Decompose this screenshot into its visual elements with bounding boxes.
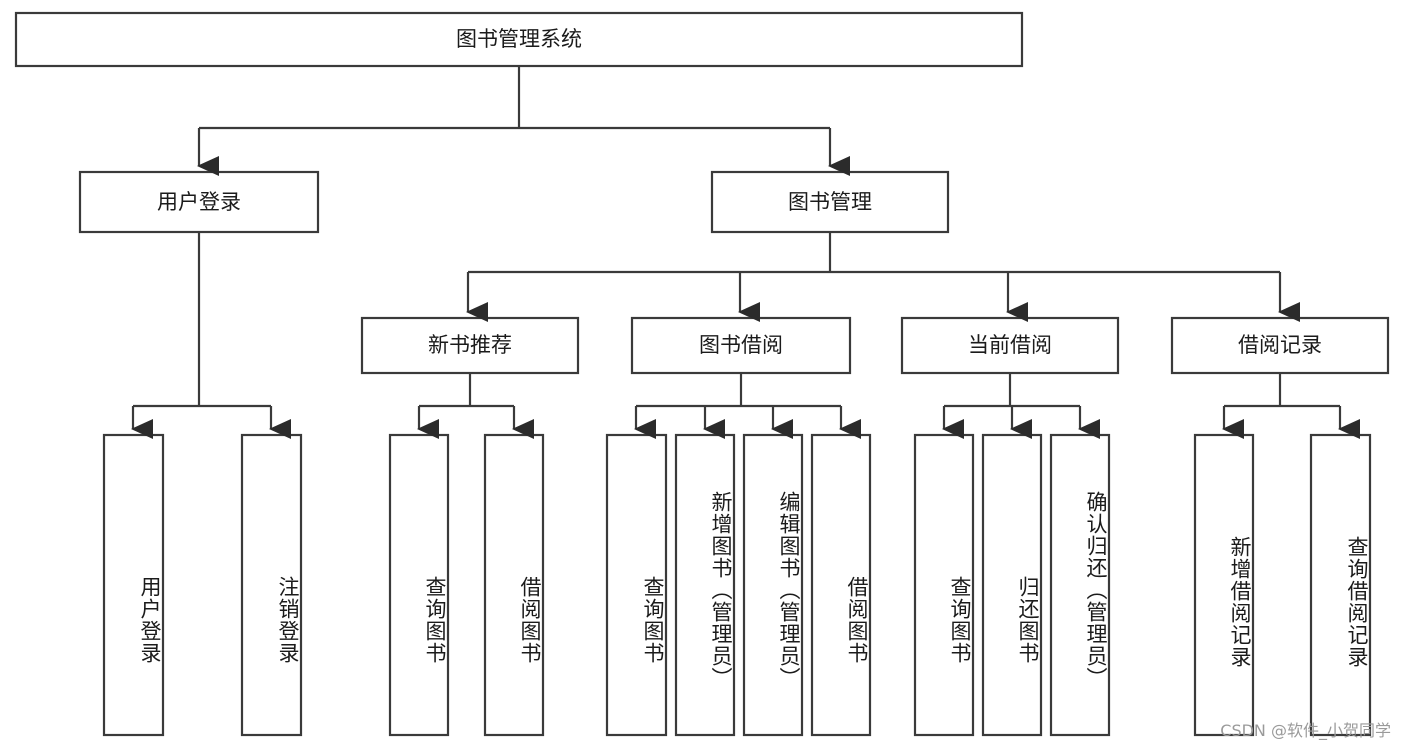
node-box-current-borrow <box>900 316 1120 375</box>
node-box-leaf-add-book <box>674 433 736 737</box>
node-box-leaf-query-book-3 <box>913 433 975 737</box>
node-box-user-login <box>78 170 320 234</box>
node-box-borrow-record <box>1170 316 1390 375</box>
node-box-leaf-query-book-1 <box>388 433 450 737</box>
node-box-leaf-edit-book <box>742 433 804 737</box>
node-box-root <box>14 11 1024 68</box>
node-box-leaf-confirm-return <box>1049 433 1111 737</box>
node-box-leaf-user-login <box>102 433 165 737</box>
node-box-leaf-user-logout <box>240 433 303 737</box>
node-box-new-book-recommend <box>360 316 580 375</box>
node-box-leaf-query-book-2 <box>605 433 668 737</box>
node-box-leaf-add-record <box>1193 433 1255 737</box>
node-box-book-management <box>710 170 950 234</box>
node-box-leaf-return-book <box>981 433 1043 737</box>
node-box-leaf-query-record <box>1309 433 1372 737</box>
node-box-leaf-borrow-book-1 <box>483 433 545 737</box>
node-box-leaf-borrow-book-2 <box>810 433 872 737</box>
node-box-book-borrow <box>630 316 852 375</box>
